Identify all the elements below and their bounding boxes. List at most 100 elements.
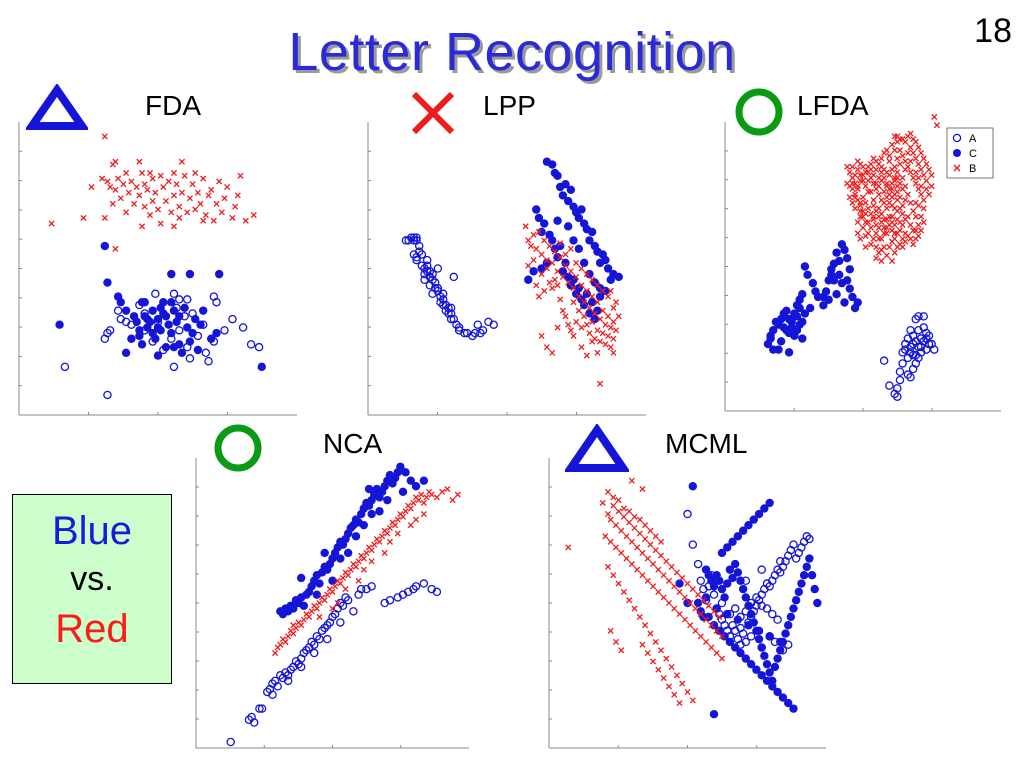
data-point-c [537,227,546,237]
data-point-a [436,292,445,301]
data-point-c [819,301,828,310]
data-point-b [859,172,867,179]
data-point-c [137,340,147,349]
data-point-b [594,282,601,289]
data-point-b [399,513,407,520]
data-point-b [918,191,925,198]
data-point-a [438,289,448,299]
data-point-c [765,632,774,641]
data-point-c [614,272,623,282]
data-point-b [862,244,869,251]
data-point-a [916,342,926,352]
data-point-b [386,524,393,531]
data-point-b [631,524,638,531]
data-point-a [336,598,345,608]
data-point-b [329,605,336,612]
data-point-c [558,267,568,276]
data-point-b [642,622,649,629]
data-point-b [602,533,609,540]
data-point-b [671,583,678,590]
data-point-c [574,213,584,223]
data-point-b [873,230,880,237]
data-point-b [221,195,228,202]
scatter-plot-nca [195,458,469,749]
callout-vs-label: vs. [70,560,114,598]
data-point-b [888,180,896,187]
data-point-b [567,268,574,275]
data-point-a [773,615,782,624]
data-point-c [212,328,221,338]
data-point-b [660,594,667,601]
data-point-b [554,282,561,289]
data-point-a [420,275,429,284]
data-point-b [623,533,630,540]
data-point-b [597,338,604,345]
data-point-b [316,599,323,607]
data-point-b [605,293,612,300]
data-point-c [351,532,361,541]
data-point-b [902,158,909,165]
data-point-b [200,175,207,182]
data-point-a [309,648,319,658]
data-point-b [615,508,622,515]
data-point-c [757,643,766,652]
data-point-b [636,613,643,620]
data-point-c [563,222,573,231]
data-point-b [138,169,146,177]
data-point-c [723,579,732,588]
data-point-b [857,235,864,242]
data-point-c [813,598,822,608]
data-point-b [912,169,919,176]
data-point-c [193,345,203,355]
data-point-c [207,334,216,343]
data-point-b [541,237,548,244]
data-point-c [744,621,753,630]
data-point-b [849,199,856,206]
data-point-b [873,244,880,251]
data-point-b [136,158,143,165]
data-point-b [607,287,614,295]
data-point-c [103,278,112,287]
data-point-b [899,244,906,251]
data-point-b [538,332,545,339]
data-point-b [886,152,893,159]
data-point-a [226,737,235,747]
data-point-a [341,593,350,602]
data-point-b [888,219,896,226]
data-point-c [829,276,839,285]
data-point-b [687,622,694,629]
data-point-b [907,235,914,242]
data-point-b [910,136,917,143]
data-point-c [524,275,533,284]
data-point-b [407,505,414,512]
data-point-a [422,255,432,265]
data-point-a [752,593,761,602]
data-point-b [88,183,95,191]
data-point-c [773,687,782,697]
data-point-a [922,328,931,338]
data-point-b [165,178,172,185]
data-point-b [594,327,601,334]
data-point-b [599,307,606,314]
data-point-b [444,485,451,493]
legend-label-c: C [969,148,977,160]
data-point-b [636,530,643,537]
data-point-a [246,340,256,349]
data-point-b [213,200,220,207]
data-point-b [594,349,601,356]
data-point-b [272,649,279,657]
data-point-c [164,320,173,329]
data-point-b [920,219,927,226]
data-point-b [557,296,564,303]
data-point-a [356,584,366,594]
data-point-b [931,113,938,120]
data-point-b [862,183,869,190]
data-point-a [709,590,719,599]
data-point-c [601,286,610,296]
data-point-c [768,682,777,691]
data-point-b [282,638,289,645]
data-point-b [933,122,940,129]
data-point-c [766,334,775,343]
data-point-b [878,163,885,170]
data-point-b [634,566,641,573]
